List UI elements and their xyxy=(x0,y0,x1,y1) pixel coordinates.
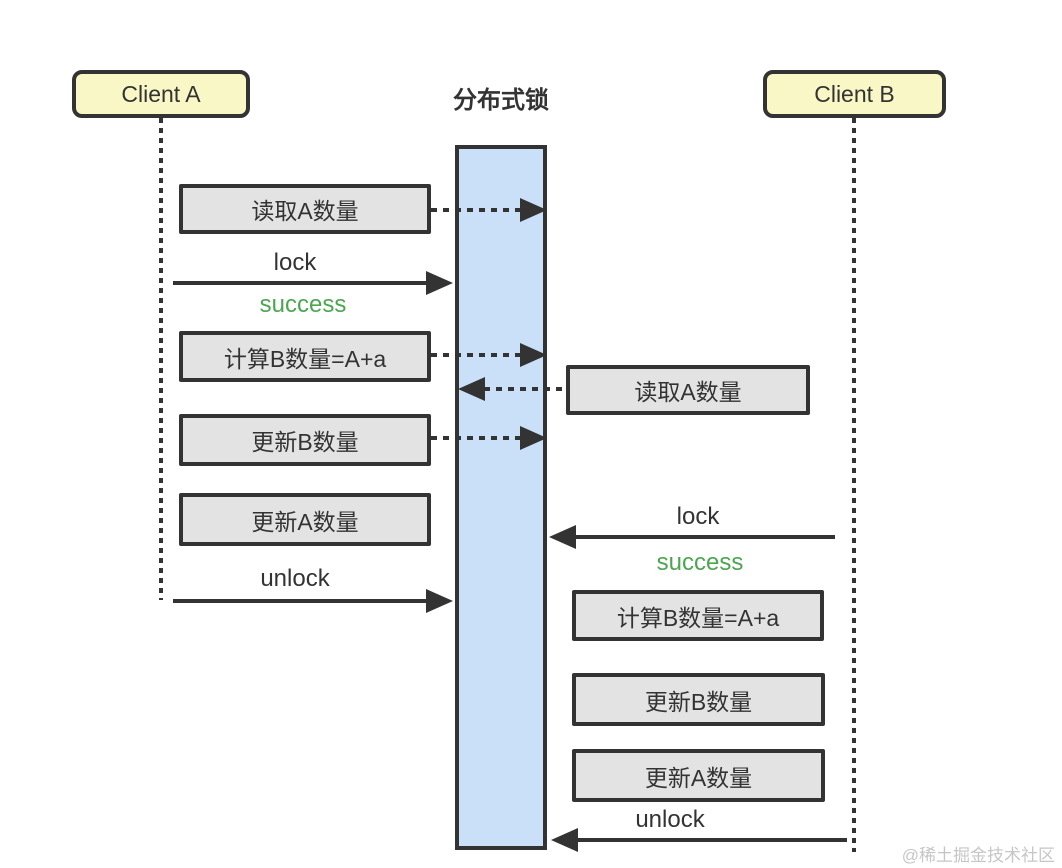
step-box-update-a-left: 更新A数量 xyxy=(179,493,431,546)
actor-client-b: Client B xyxy=(763,70,946,118)
step-box-update-b-right: 更新B数量 xyxy=(572,673,825,726)
lock-label-client-b: lock xyxy=(676,503,720,530)
step-box-read-a-right: 读取A数量 xyxy=(566,365,810,415)
client-a-lifeline xyxy=(159,118,163,600)
lock-arrow-client-a-head xyxy=(426,271,453,295)
lock-arrow-client-a-line xyxy=(173,281,426,285)
watermark: @稀土掘金技术社区 xyxy=(901,846,1055,865)
actor-client-a-label: Client A xyxy=(121,80,201,107)
lock-success-client-b: success xyxy=(656,549,744,576)
dotted-arrow-update-b-left-head xyxy=(520,426,547,450)
lock-arrow-client-b-line xyxy=(576,535,835,539)
dotted-arrow-calc-b-left-line xyxy=(431,353,520,357)
unlock-arrow-client-b-line xyxy=(578,838,847,842)
step-calc-b-right-label: 计算B数量=A+a xyxy=(616,604,780,631)
dotted-arrow-read-a-left-head xyxy=(520,198,547,222)
step-box-calc-b-left: 计算B数量=A+a xyxy=(179,331,431,382)
step-update-a-left-label: 更新A数量 xyxy=(251,508,359,535)
step-read-a-right-label: 读取A数量 xyxy=(634,379,742,405)
step-box-read-a-left: 读取A数量 xyxy=(179,184,431,234)
unlock-arrow-client-a-head xyxy=(426,589,453,613)
step-box-update-b-left: 更新B数量 xyxy=(179,414,431,466)
step-update-a-right-label: 更新A数量 xyxy=(644,764,753,791)
dotted-arrow-read-a-left-line xyxy=(431,208,520,212)
dotted-arrow-read-a-right-line xyxy=(484,387,566,391)
client-b-lifeline xyxy=(852,118,856,852)
step-read-a-left-label: 读取A数量 xyxy=(251,198,359,224)
unlock-label-client-a: unlock xyxy=(260,565,330,592)
step-calc-b-left-label: 计算B数量=A+a xyxy=(223,345,387,372)
dotted-arrow-calc-b-left-head xyxy=(520,343,547,367)
dotted-arrow-read-a-right-head xyxy=(458,377,485,401)
lock-label-client-a: lock xyxy=(273,249,317,276)
lock-activation-bar xyxy=(455,145,547,850)
step-update-b-right-label: 更新B数量 xyxy=(644,688,753,715)
step-box-calc-b-right: 计算B数量=A+a xyxy=(572,590,824,641)
dotted-arrow-update-b-left-line xyxy=(431,436,520,440)
unlock-arrow-client-a-line xyxy=(173,599,426,603)
actor-client-b-label: Client B xyxy=(814,80,895,107)
step-box-update-a-right: 更新A数量 xyxy=(572,749,825,802)
unlock-arrow-client-b-head xyxy=(551,828,578,852)
diagram-title: 分布式锁 xyxy=(453,87,549,114)
lock-success-client-a: success xyxy=(259,291,347,318)
lock-arrow-client-b-head xyxy=(549,525,576,549)
step-update-b-left-label: 更新B数量 xyxy=(251,429,359,455)
actor-client-a: Client A xyxy=(72,70,250,118)
unlock-label-client-b: unlock xyxy=(635,806,705,833)
